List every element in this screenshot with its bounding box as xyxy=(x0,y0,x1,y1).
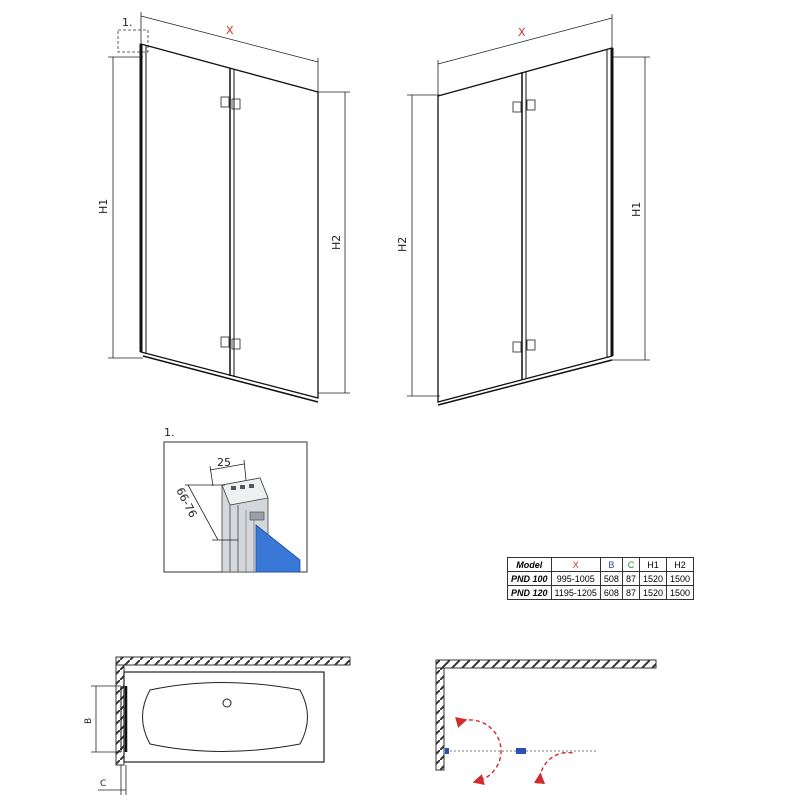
header-h1: H1 xyxy=(638,557,667,572)
right-front-view: X H2 H1 xyxy=(396,14,650,406)
spec-table: Model X B C H1 H2 PND 100 995-1005 508 8… xyxy=(507,557,695,600)
h1-dimension-left: H1 xyxy=(97,56,143,359)
swing-arrow-left xyxy=(455,717,502,785)
glass-panel xyxy=(255,524,301,573)
table-row: PND 100 995-1005 508 87 1520 1500 xyxy=(507,571,695,586)
cell-b: 608 xyxy=(599,585,623,600)
cell-c: 87 xyxy=(621,571,640,586)
detail-marker: 1. xyxy=(117,16,149,53)
cell-x: 1195-1205 xyxy=(550,585,601,600)
header-b: B xyxy=(599,557,623,572)
plan-view-bathtub: B C xyxy=(84,656,351,795)
x-label-right: X xyxy=(518,26,526,39)
h1-label-right: H1 xyxy=(630,202,643,217)
cell-h2: 1500 xyxy=(665,571,695,586)
cell-model: PND 120 xyxy=(507,585,552,600)
shower-screen-right xyxy=(437,47,614,406)
h2-label-right: H2 xyxy=(396,237,409,252)
x-dimension-right: X xyxy=(437,14,613,96)
spec-header-row: Model X B C H1 H2 xyxy=(507,557,695,572)
cell-model: PND 100 xyxy=(507,571,552,586)
header-h2: H2 xyxy=(665,557,695,572)
header-c: C xyxy=(621,557,640,572)
cell-x: 995-1005 xyxy=(550,571,601,586)
plan-view-swing xyxy=(435,659,657,785)
b-label: B xyxy=(84,718,94,724)
h2-dimension-left: H2 xyxy=(318,91,350,394)
detail-ref-label: 1. xyxy=(122,16,133,29)
swing-arrow-right xyxy=(533,751,574,785)
table-row: PND 120 1195-1205 608 87 1520 1500 xyxy=(507,585,695,600)
c-label: C xyxy=(100,779,106,789)
detail-title: 1. xyxy=(164,426,175,439)
h2-dimension-right: H2 xyxy=(396,94,440,397)
left-front-view: X 1. H1 H2 xyxy=(97,12,350,403)
detail-view: 1. 25 66-76 xyxy=(163,426,308,573)
h2-label-left: H2 xyxy=(330,235,343,250)
x-dimension-left: X xyxy=(140,12,319,92)
cell-h1: 1520 xyxy=(638,571,667,586)
header-model: Model xyxy=(507,557,552,572)
cell-b: 508 xyxy=(599,571,623,586)
cell-h1: 1520 xyxy=(638,585,667,600)
shower-screen-left xyxy=(139,43,319,403)
h1-dimension-right: H1 xyxy=(612,56,650,361)
detail-top-dimension: 25 xyxy=(217,456,231,469)
h1-label-left: H1 xyxy=(97,199,110,214)
header-x: X xyxy=(550,557,601,572)
x-label-left: X xyxy=(226,24,234,37)
cell-c: 87 xyxy=(621,585,640,600)
cell-h2: 1500 xyxy=(665,585,695,600)
